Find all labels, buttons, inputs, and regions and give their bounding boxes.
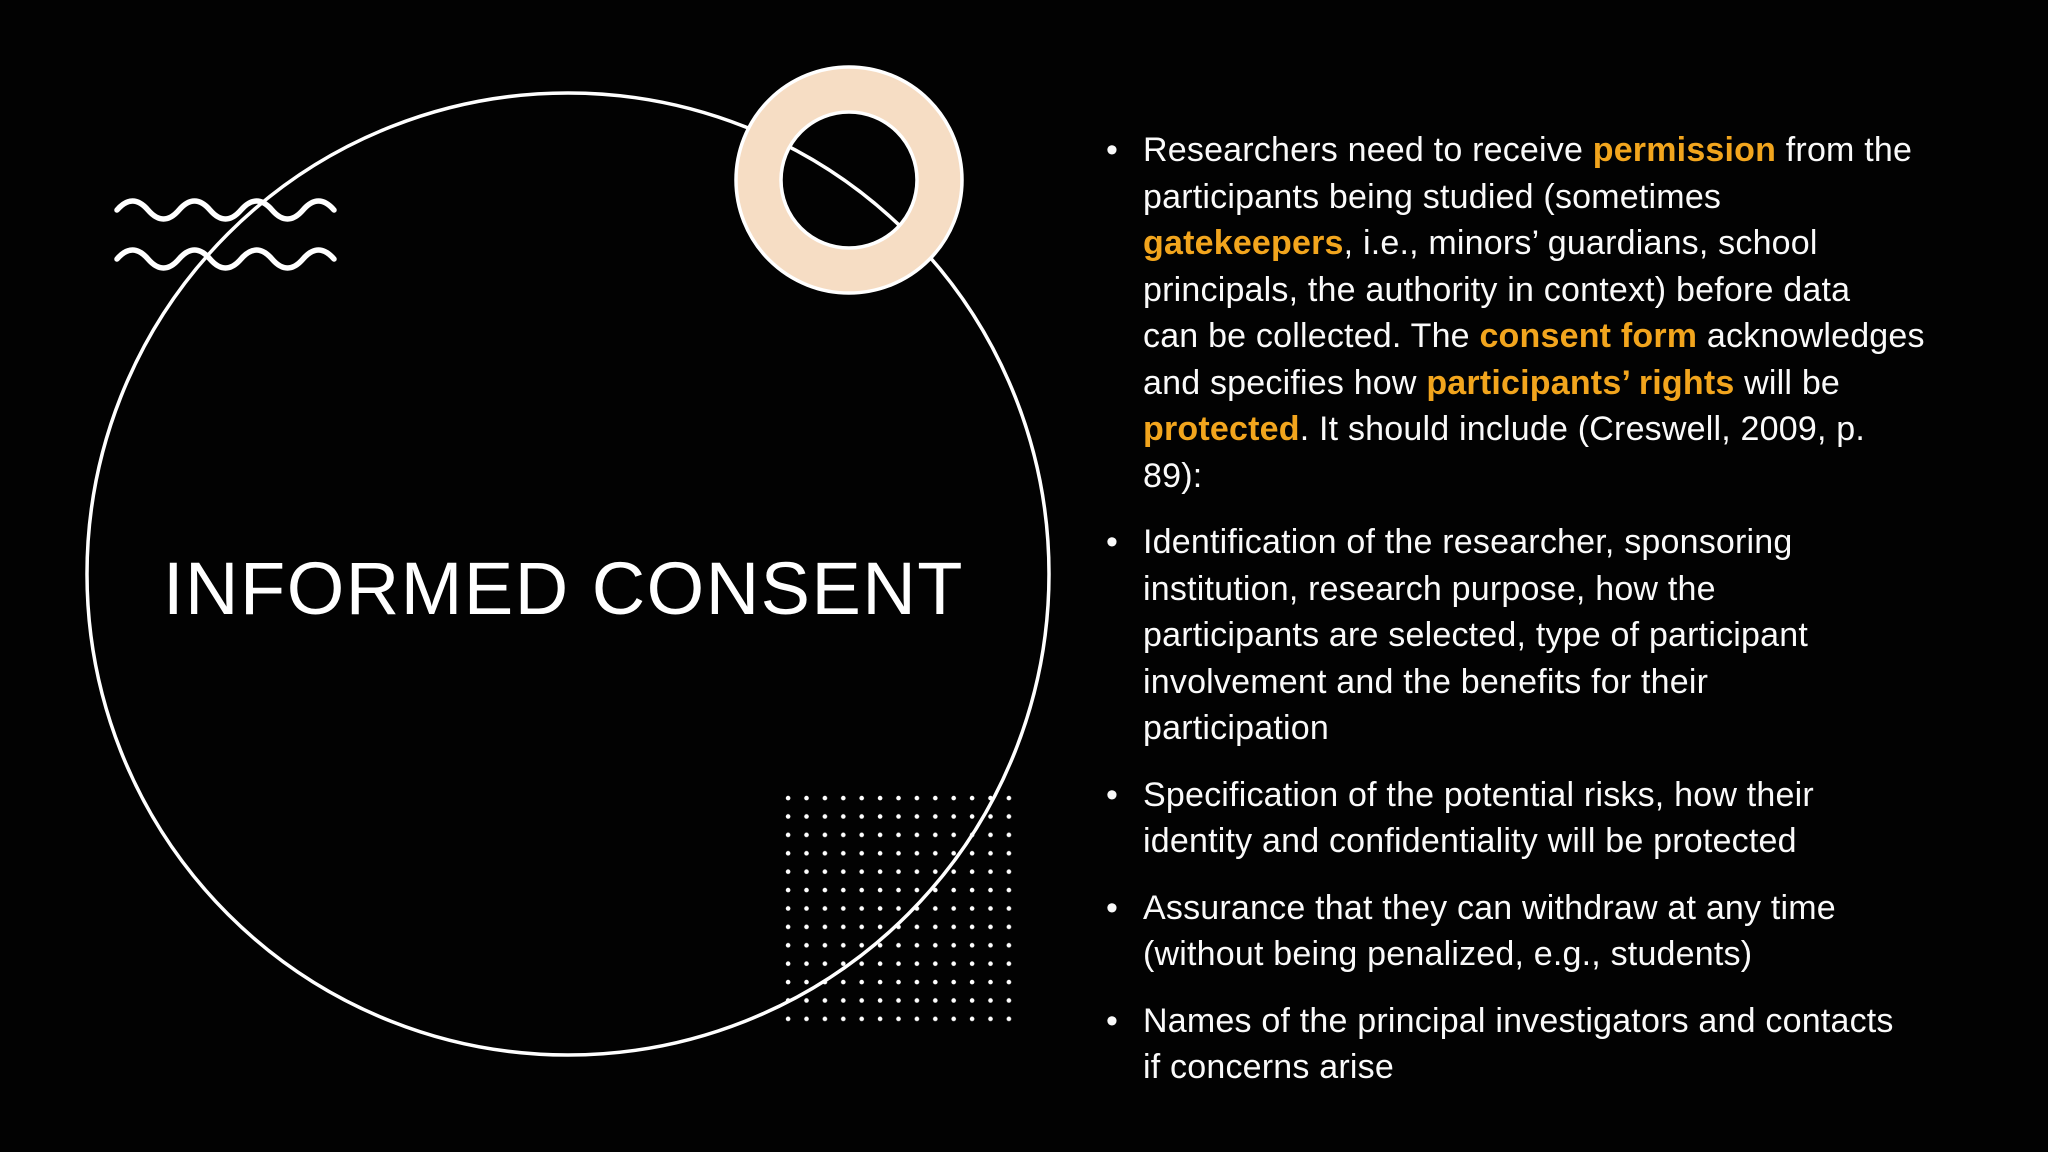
highlighted-term: permission — [1592, 131, 1777, 169]
list-item: • Names of the principal investigators a… — [1106, 998, 2041, 1091]
text-segment: acknowledges and specifies how — [1143, 317, 1925, 402]
bullet-text: Names of the principal investigators and… — [1143, 998, 2041, 1091]
list-item: • Researchers need to receive permission… — [1106, 127, 2041, 499]
bullet-text: Identification of the researcher, sponso… — [1143, 519, 2041, 752]
text-segment: from the participants being studied (som… — [1143, 131, 1913, 216]
text-segment: will be — [1744, 363, 1841, 402]
highlighted-term: protected — [1143, 410, 1300, 448]
text-segment: Identification of the researcher, sponso… — [1143, 523, 1809, 747]
page-title: INFORMED CONSENT — [163, 547, 964, 630]
peach-ring-icon — [734, 65, 964, 295]
text-segment: . It should include (Creswell, 2009, p. … — [1143, 410, 1866, 495]
text-segment: Names of the principal investigators and… — [1143, 1001, 1894, 1087]
bullet-marker: • — [1106, 131, 1119, 169]
wavy-line-icon — [114, 247, 337, 271]
bullet-marker: • — [1106, 888, 1119, 927]
list-item: • Identification of the researcher, spon… — [1106, 519, 2041, 752]
bullet-marker: • — [1106, 523, 1119, 561]
list-item: • Specification of the potential risks, … — [1106, 772, 2041, 865]
wavy-line-icon — [114, 198, 337, 222]
outline-circle-icon — [85, 91, 1051, 1057]
text-segment: Specification of the potential risks, ho… — [1143, 775, 1814, 861]
highlighted-term: participants’ rights — [1426, 363, 1735, 402]
text-segment: Researchers need to receive — [1143, 131, 1593, 169]
text-segment: , i.e., minors’ guardians, school princi… — [1143, 224, 1851, 355]
bullet-text: Assurance that they can withdraw at any … — [1143, 885, 2041, 978]
bullet-marker: • — [1106, 775, 1119, 814]
dot-grid-icon — [785, 795, 1014, 1024]
highlighted-term: gatekeepers — [1143, 224, 1344, 262]
bullet-text: Researchers need to receive permission f… — [1143, 127, 2041, 499]
highlighted-term: consent form — [1479, 317, 1698, 355]
bullet-text: Specification of the potential risks, ho… — [1143, 772, 2041, 865]
bullet-marker: • — [1106, 1001, 1119, 1040]
bullet-list: • Researchers need to receive permission… — [1106, 127, 2041, 1111]
text-segment: Assurance that they can withdraw at any … — [1143, 888, 1836, 974]
list-item: • Assurance that they can withdraw at an… — [1106, 885, 2041, 978]
